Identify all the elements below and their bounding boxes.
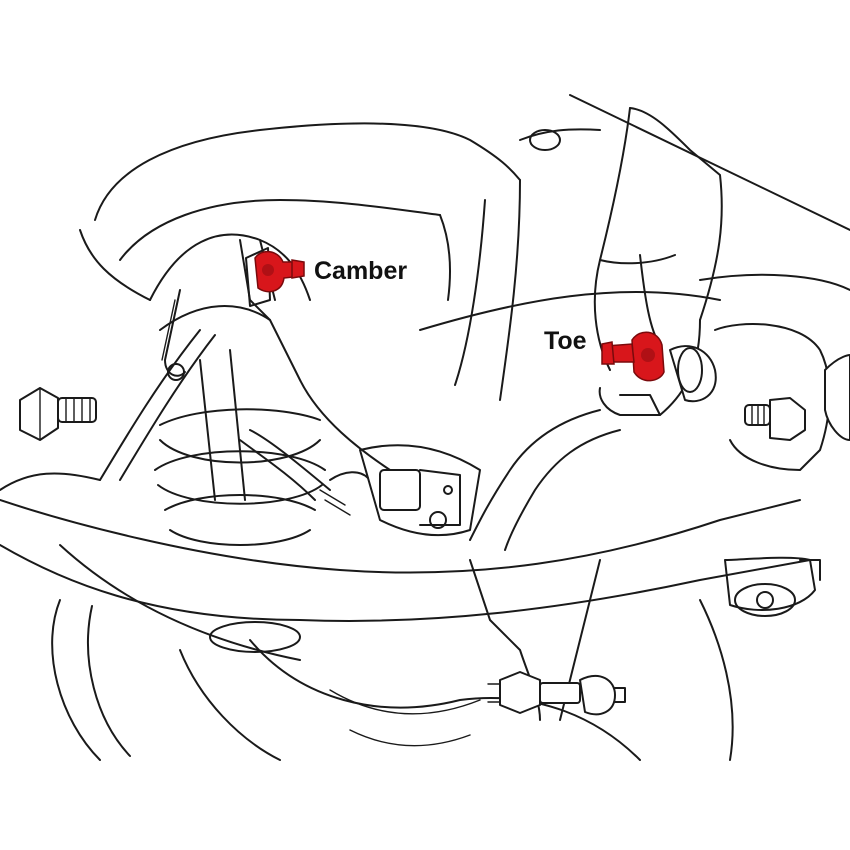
loose-bolt — [19, 387, 97, 441]
camber-adjuster-bolt — [245, 247, 305, 307]
camber-label: Camber — [314, 257, 408, 285]
toe-label: Toe — [544, 327, 587, 355]
toe-link-arm — [469, 107, 723, 551]
lower-crossmember — [0, 329, 811, 661]
hub-caliper — [239, 429, 481, 537]
subframe-arch — [79, 94, 850, 401]
toe-adjuster-bolt — [601, 331, 665, 382]
lower-link — [469, 559, 626, 721]
wheel-rotor — [51, 599, 734, 761]
right-bushing — [714, 323, 850, 617]
